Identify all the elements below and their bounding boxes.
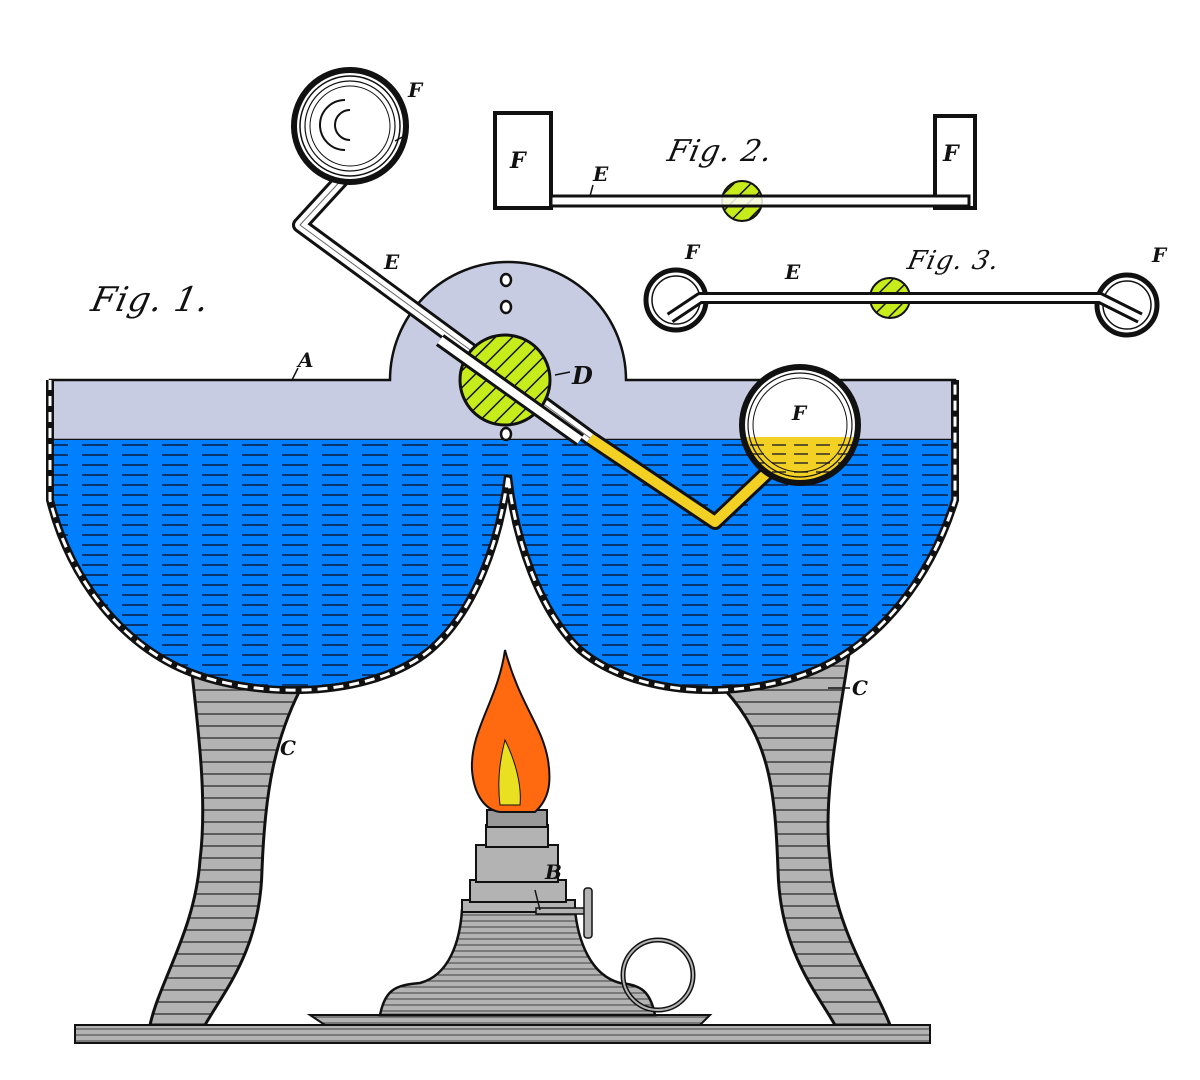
label-F-upper: F: [408, 78, 423, 102]
fig2-diagram: [493, 111, 977, 222]
label-B: B: [545, 860, 562, 884]
bulb-F-upper: [291, 67, 409, 185]
label-D: D: [572, 361, 593, 390]
fig3-diagram: [643, 267, 1160, 338]
fig3-label: Fig. 3.: [904, 246, 1003, 276]
label-E-fig3: E: [785, 260, 801, 284]
label-E-fig2: E: [593, 162, 609, 186]
label-F-lower: F: [792, 401, 807, 425]
label-A: A: [298, 348, 314, 372]
label-F-fig3-right: F: [1152, 243, 1167, 267]
label-F-fig2-left: F: [510, 148, 526, 174]
fig1-label: Fig. 1.: [87, 280, 214, 320]
lamp-burner-B: [74, 809, 931, 1044]
label-F-fig3-left: F: [685, 240, 700, 264]
label-F-fig2-right: F: [943, 141, 959, 167]
pivot-D: [435, 333, 585, 446]
label-C-left: C: [280, 736, 296, 760]
label-E-fig1: E: [384, 250, 400, 274]
fig2-label: Fig. 2.: [664, 134, 777, 169]
flame: [470, 649, 551, 813]
leader-lines: [291, 133, 850, 911]
label-C-right: C: [852, 676, 868, 700]
